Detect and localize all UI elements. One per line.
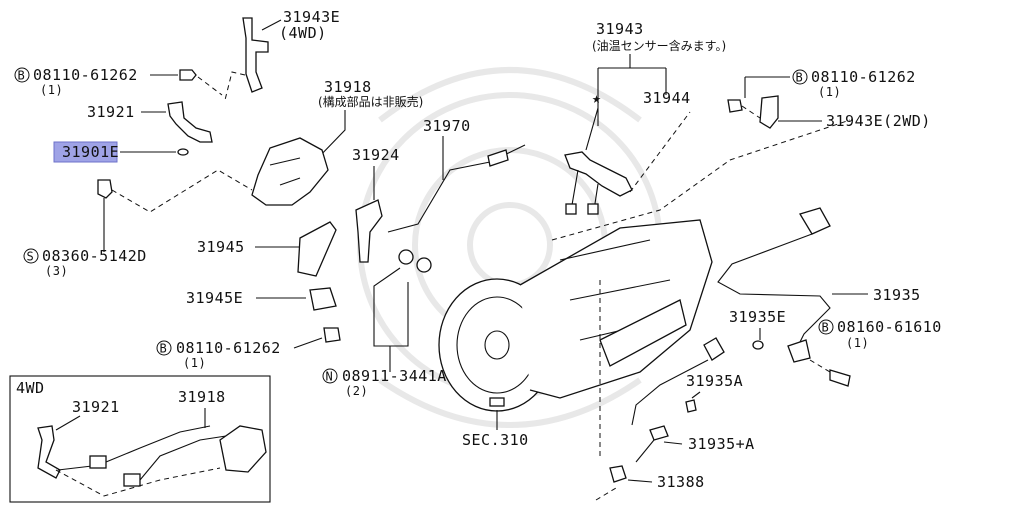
transmission-body (438, 219, 713, 412)
label-31943E-4wd-sub: (4WD) (279, 24, 327, 42)
label-31943-sub: (油温センサー含みます。) (592, 38, 726, 53)
highlight-31901E (53, 141, 118, 163)
label-31918-sub: (構成部品は非販売) (318, 94, 423, 109)
label-31944[interactable]: 31944 (643, 89, 691, 107)
label-bolt-top-right[interactable]: 08110-61262 (811, 68, 916, 86)
svg-text:B: B (18, 69, 26, 83)
bolt-icon-top-right (727, 99, 743, 113)
sensor-31935-A (649, 425, 669, 441)
label-bolt-top-right-qty: (1) (818, 85, 841, 99)
switch-31918 (251, 137, 329, 206)
connector-31935A (703, 337, 725, 361)
label-31970[interactable]: 31970 (423, 117, 471, 135)
star-mark: ★ (592, 89, 602, 107)
label-screw-left-qty: (3) (45, 264, 68, 278)
svg-text:B: B (160, 342, 168, 356)
cable-end-31970 (487, 149, 509, 167)
bracket-31945 (297, 221, 337, 277)
bolt-icon-right (829, 369, 851, 387)
label-bolt-top-left-qty: (1) (40, 83, 63, 97)
screw-s-left: S (23, 248, 39, 264)
clip-31935A (685, 399, 697, 413)
sensor-connector-31935 (799, 207, 831, 235)
label-31945[interactable]: 31945 (197, 238, 245, 256)
label-31918[interactable]: 31918 (324, 78, 372, 96)
bracket-31943E-4wd (242, 17, 269, 93)
bolt-b-right: B (818, 319, 834, 335)
label-31935E[interactable]: 31935E (729, 308, 786, 326)
screw-icon (97, 179, 113, 199)
label-31901E[interactable]: 31901E (62, 143, 119, 161)
label-31943E-4wd[interactable]: 31943E (283, 8, 340, 26)
label-sec310[interactable]: SEC.310 (462, 431, 529, 449)
svg-text:N: N (326, 370, 334, 384)
label-31388[interactable]: 31388 (657, 473, 705, 491)
bolt-b-top-left: B (14, 67, 30, 83)
label-31945E[interactable]: 31945E (186, 289, 243, 307)
label-nut[interactable]: 08911-3441A (342, 367, 447, 385)
svg-text:B: B (796, 71, 804, 85)
inset-switch-31918 (219, 425, 267, 473)
bolt-icon-mid (323, 327, 341, 343)
inset-label-31921[interactable]: 31921 (72, 398, 120, 416)
label-31921[interactable]: 31921 (87, 103, 135, 121)
bolt-icon (179, 69, 197, 81)
bolt-b-mid-left: B (156, 340, 172, 356)
inset-label-31918[interactable]: 31918 (178, 388, 226, 406)
label-31943[interactable]: 31943 (596, 20, 644, 38)
lever-31921 (167, 101, 213, 143)
inset-connector-1 (89, 455, 107, 469)
label-bolt-right-qty: (1) (846, 336, 869, 350)
inset-title: 4WD (16, 379, 45, 397)
svg-text:S: S (27, 250, 35, 264)
label-31943E-2wd[interactable]: 31943E(2WD) (826, 112, 931, 130)
label-bolt-mid-left-qty: (1) (183, 356, 206, 370)
label-31935[interactable]: 31935 (873, 286, 921, 304)
nut-1 (398, 249, 414, 265)
nut-n: N (322, 368, 338, 384)
label-bolt-right[interactable]: 08160-61610 (837, 318, 942, 336)
label-31924[interactable]: 31924 (352, 146, 400, 164)
bolt-b-top-right: B (792, 69, 808, 85)
inset-connector-2 (123, 473, 141, 487)
svg-text:B: B (822, 321, 830, 335)
label-bolt-mid-left[interactable]: 08110-61262 (176, 339, 281, 357)
label-nut-qty: (2) (345, 384, 368, 398)
sensor-31935 (787, 339, 811, 363)
oring-31935E (752, 340, 764, 350)
lever-31924 (355, 199, 383, 263)
washer-31901E (177, 148, 189, 156)
bracket-31943E-2wd (759, 95, 779, 129)
clip-31388 (609, 465, 627, 483)
label-bolt-top-left[interactable]: 08110-61262 (33, 66, 138, 84)
label-31935A[interactable]: 31935A (686, 372, 743, 390)
nut-2 (416, 257, 432, 273)
label-screw-left[interactable]: 08360-5142D (42, 247, 147, 265)
plate-31945E (309, 287, 337, 311)
label-31935-A[interactable]: 31935+A (688, 435, 755, 453)
